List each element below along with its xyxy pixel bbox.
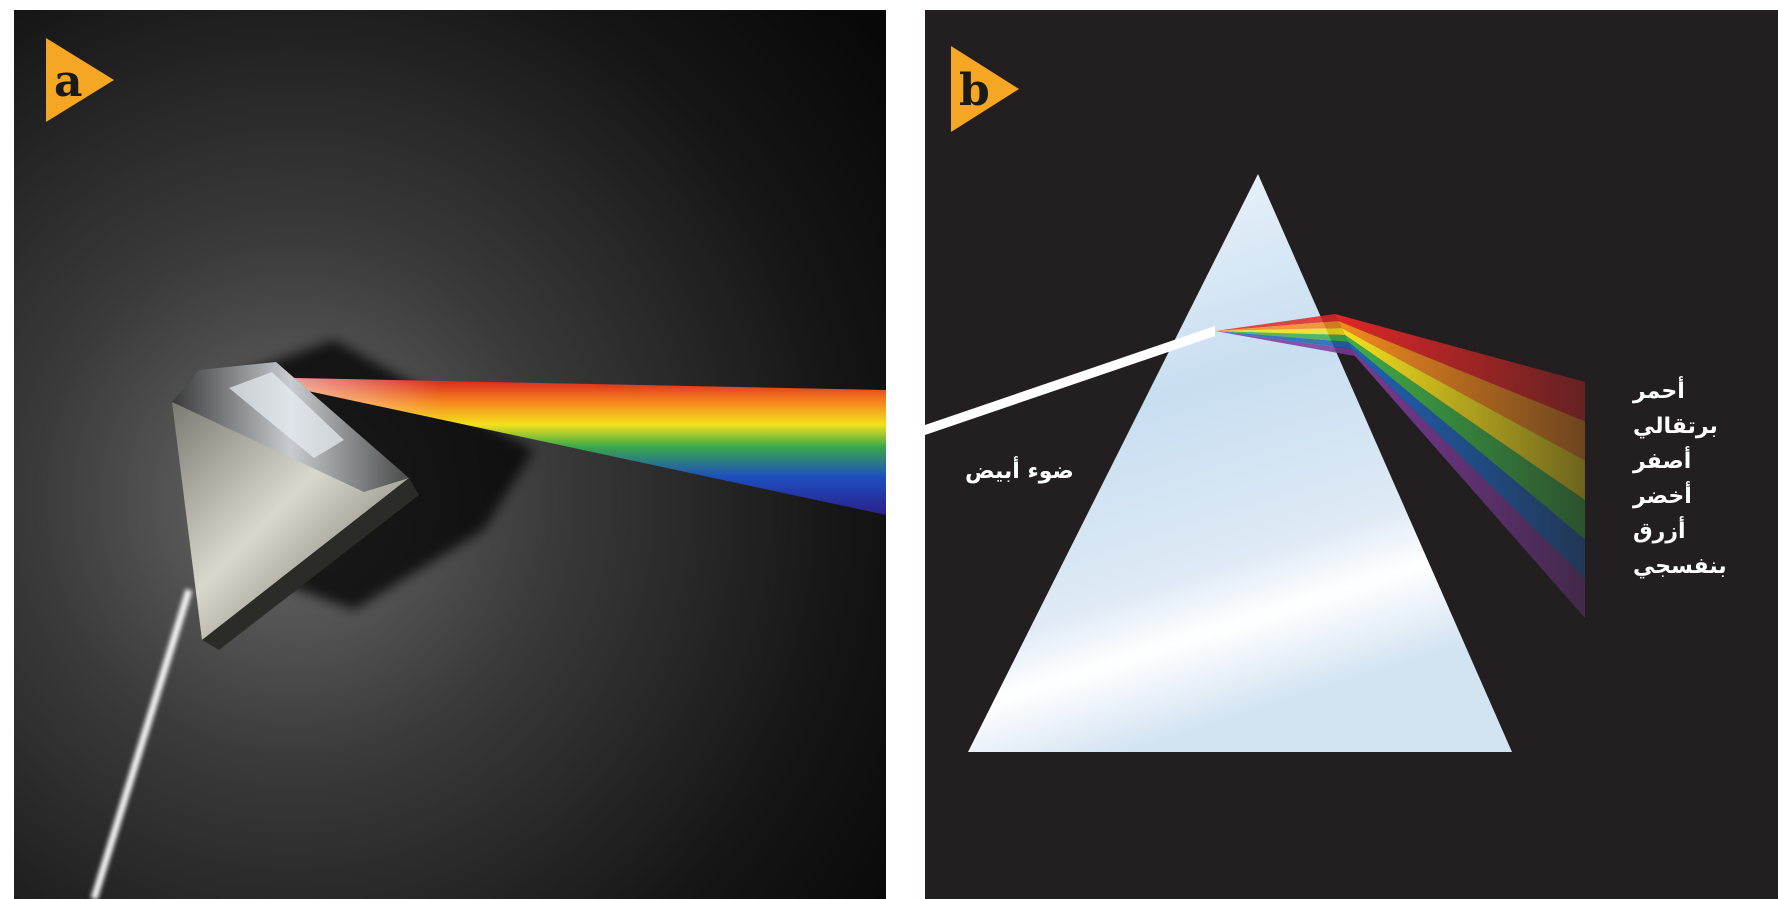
panel-a-prism-photo: a [14,10,886,899]
spectrum-color-label: أخضر [1632,480,1692,509]
spectrum-color-label: أزرق [1633,515,1686,544]
spectrum-color-label: أصفر [1632,445,1691,474]
spectrum-color-label: بنفسجي [1633,554,1727,579]
panel-b-dispersion-diagram: ضوء أبيض أحمر برتقالي أصفر أخضر أزرق بنفسجي b [925,10,1778,899]
white-light-label: ضوء أبيض [965,455,1074,484]
spectrum-color-label: أحمر [1632,375,1685,404]
panel-b-illustration: ضوء أبيض أحمر برتقالي أصفر أخضر أزرق بنفسجي b [925,10,1778,899]
spectrum-color-label: برتقالي [1633,414,1718,439]
panel-a-illustration: a [14,10,886,899]
panel-a-label: a [54,56,83,107]
panel-b-label: b [959,65,990,116]
